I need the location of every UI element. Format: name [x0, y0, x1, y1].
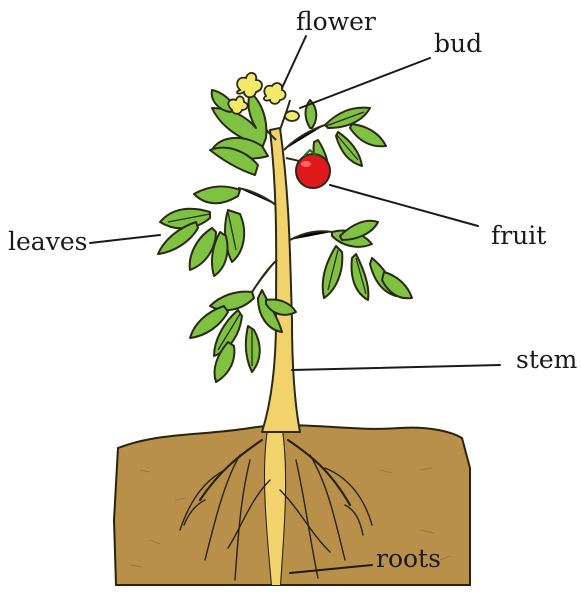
fruit-label: fruit: [491, 221, 546, 250]
roots-label: roots: [376, 544, 441, 573]
leaves-label: leaves: [8, 227, 87, 256]
stem-label: stem: [516, 345, 578, 374]
flower-label: flower: [296, 7, 376, 36]
stem-leader-line: [292, 365, 500, 370]
flower-leader-line: [282, 36, 306, 88]
bud-leader-line: [300, 58, 430, 108]
bud-drawing: [285, 111, 299, 121]
leaves-leader-line: [90, 235, 160, 243]
fruit-leader-line: [330, 185, 478, 226]
bud-label: bud: [434, 29, 482, 58]
